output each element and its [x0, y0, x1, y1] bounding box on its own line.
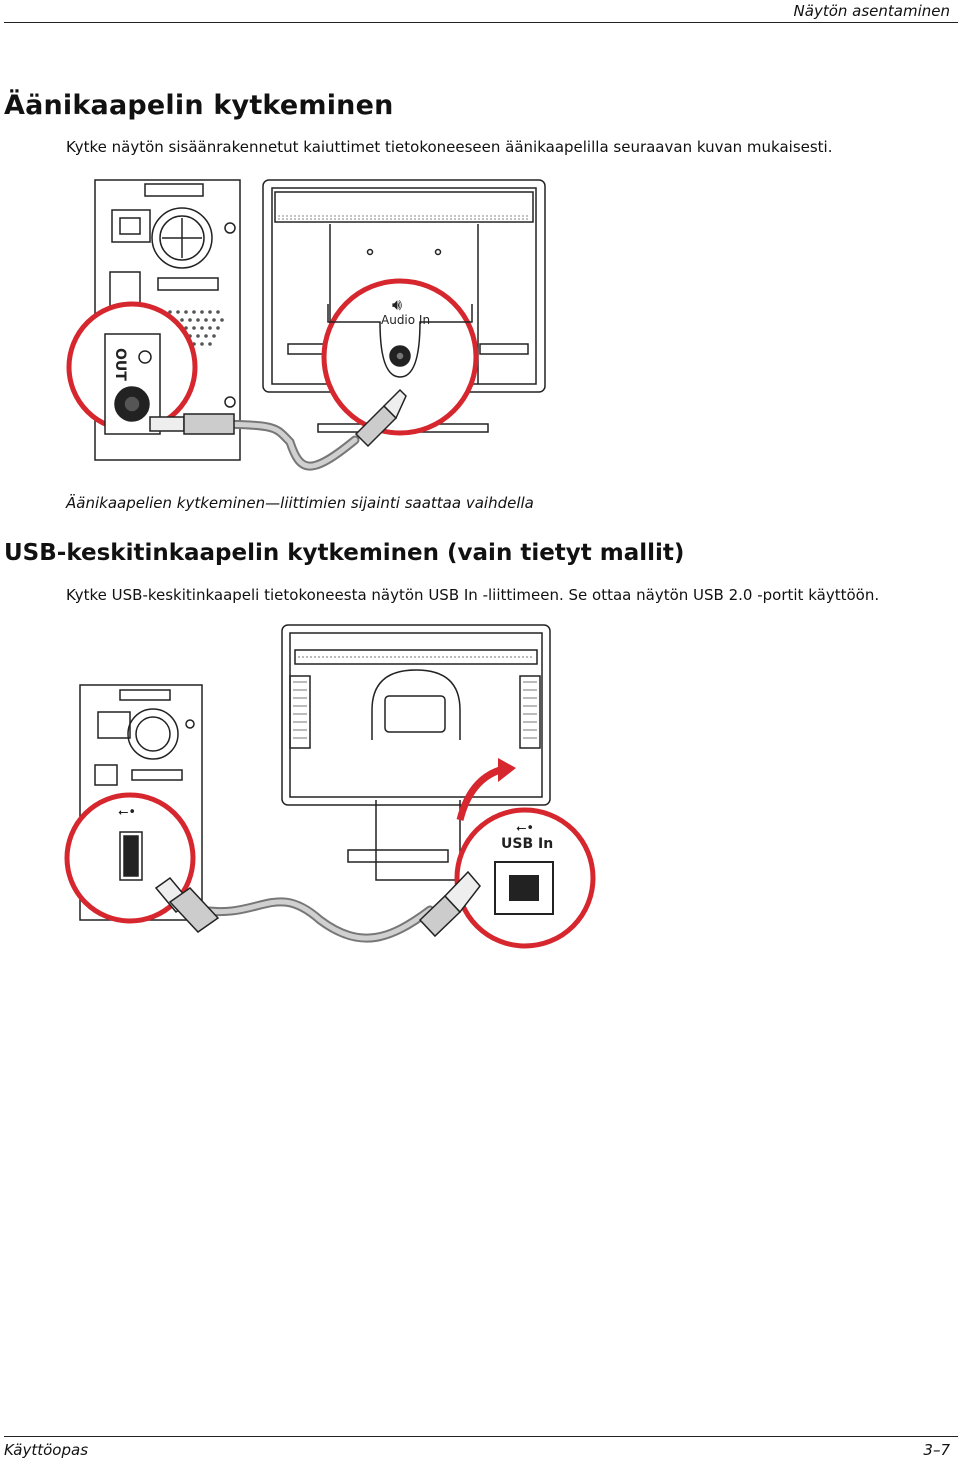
pc-audio-out-port [104, 333, 161, 435]
footer-page-number: 3–7 [923, 1441, 950, 1459]
footer-doc-title: Käyttöopas [4, 1441, 89, 1459]
header-rule [4, 22, 958, 23]
audio-figure-caption: Äänikaapelien kytkeminen—liittimien sija… [66, 494, 534, 512]
usb-section-body: Kytke USB-keskitinkaapeli tietokoneesta … [66, 586, 880, 604]
usb-icon: ⭠• [516, 821, 534, 836]
audio-section-title: Äänikaapelin kytkeminen [4, 90, 394, 121]
audio-plug-left [149, 413, 235, 435]
monitor-vent [278, 215, 530, 220]
monitor-rear [281, 624, 551, 881]
pc-tower [79, 684, 203, 921]
monitor-audio-in-port [327, 304, 473, 378]
usb-cable-figure: ⭠• ⭠• USB In [64, 624, 596, 949]
monitor-port-label: USB In [501, 836, 553, 852]
audio-plug-right [354, 388, 407, 448]
audio-cable-figure: OUT 🔊︎ Audio In [66, 179, 546, 471]
speaker-icon: 🔊︎ [392, 295, 402, 314]
audio-section-body: Kytke näytön sisäänrakennetut kaiuttimet… [66, 138, 833, 156]
monitor-usb-b-port [494, 861, 554, 915]
pc-port-label: OUT [112, 348, 128, 381]
pc-usb-a-port [119, 831, 143, 881]
monitor-vent [293, 656, 537, 739]
usb-section-title: USB-keskitinkaapelin kytkeminen (vain ti… [4, 540, 685, 566]
running-header: Näytön asentaminen [793, 2, 950, 20]
usb-icon: ⭠• [118, 805, 136, 820]
monitor-port-label: Audio In [381, 313, 430, 327]
footer-rule [4, 1436, 958, 1437]
usb-plug-right [418, 870, 481, 938]
usb-plug-left [154, 876, 220, 933]
red-arrow-icon [456, 766, 502, 821]
